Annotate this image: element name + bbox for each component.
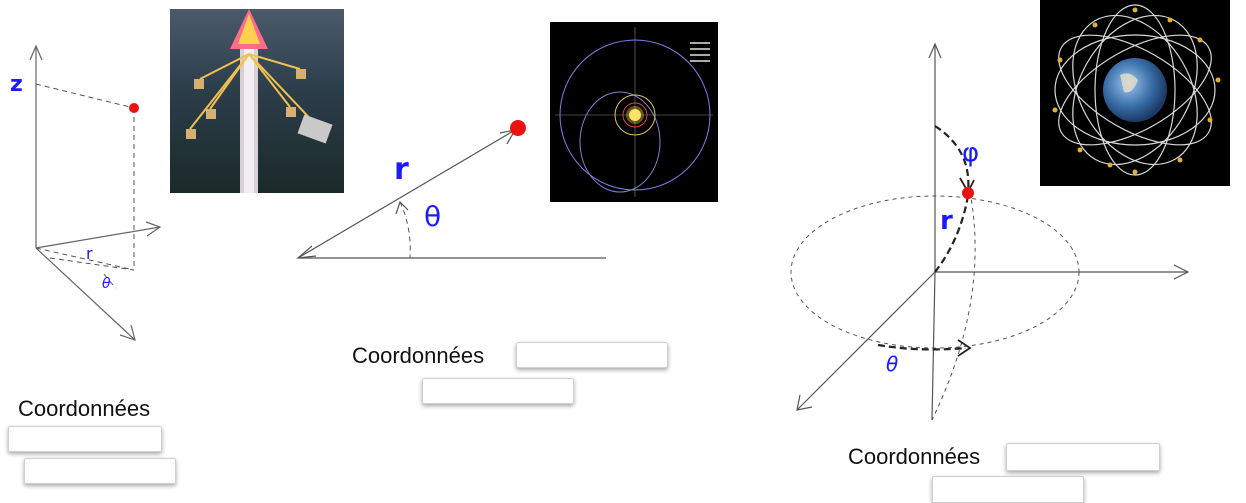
sph-x-axis [796,271,936,411]
sph-theta-symbol: θ [886,352,899,376]
x-axis [35,247,136,341]
polar-point-marker [510,120,526,136]
spherical-answer-slot-1[interactable] [1006,443,1160,471]
spherical-answer-slot-2[interactable] [932,476,1084,503]
orbit-plot-image [550,22,718,202]
polar-diagram [296,120,606,259]
sph-r-symbol: r [940,206,953,236]
cylindrical-caption: Coordonnées [18,396,151,421]
cylindrical-diagram [29,44,162,341]
point-marker [129,103,139,113]
cylindrical-answer-slot-2[interactable] [24,458,176,484]
polar-theta-symbol: θ [424,200,442,233]
cylindrical-answer-slot-1[interactable] [8,426,162,452]
sph-phi-symbol: φ [962,138,980,168]
radius-vector [297,129,516,259]
polar-caption: Coordonnées [352,343,485,368]
spherical-caption: Coordonnées [848,444,981,469]
y-axis [35,226,161,249]
z-symbol: z [10,72,23,97]
polar-answer-slot-2[interactable] [422,378,574,404]
polar-r-symbol: r [394,152,409,187]
swing-ride-photo [170,9,344,193]
sph-point-marker [962,187,974,199]
r-symbol: r [86,244,93,263]
gps-constellation-image [1040,0,1230,186]
theta-symbol: θ [102,276,111,292]
polar-answer-slot-1[interactable] [516,342,668,368]
